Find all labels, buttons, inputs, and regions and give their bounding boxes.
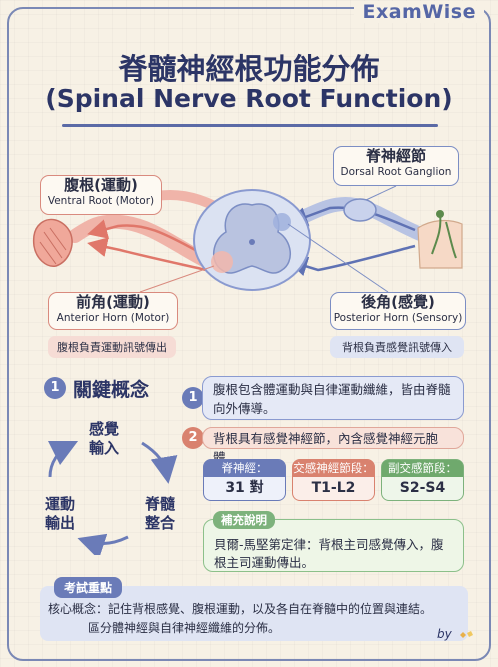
cycle-top-line2: 輸入 (88, 438, 119, 457)
sensory-input-pill: 背根負責感覺訊號傳入 (330, 336, 464, 358)
segment-spinal-nerves-value: 31 對 (225, 480, 264, 496)
skin-receptor-icon (417, 210, 463, 269)
cycle-arrows (47, 440, 178, 555)
segment-parasympathetic-value: S2-S4 (399, 480, 446, 496)
anterior-horn-en: Anterior Horn (Motor) (56, 311, 170, 324)
byline: by (437, 627, 476, 642)
cycle-right-line2: 整合 (144, 513, 175, 532)
posterior-horn-highlight (273, 213, 291, 231)
segment-sympathetic: 交感神經節段： T1-L2 (292, 459, 375, 501)
segment-parasympathetic: 副交感節段： S2-S4 (381, 459, 464, 501)
exam-text: 核心概念：記住背根感覺、腹根運動，以及各自在脊髓中的位置與連結。 區分體神經與自… (48, 600, 458, 637)
fact-1-badge: 1 (182, 387, 204, 409)
page-title: 脊髓神經根功能分佈 (118, 52, 380, 86)
section-title: 關鍵概念 (73, 379, 150, 401)
posterior-label-connector (287, 223, 389, 293)
cycle-top-line1: 感覺 (88, 420, 119, 438)
page-subtitle: (Spinal Nerve Root Function) (45, 84, 453, 113)
motor-output-pill: 腹根負責運動訊號傳出 (48, 336, 176, 358)
segment-sympathetic-value: T1-L2 (311, 480, 356, 496)
cycle-left-line2: 輸出 (44, 513, 75, 532)
sparkle-icon (459, 630, 473, 638)
segment-spinal-nerves-header: 脊神經： (204, 460, 285, 477)
brand-logo: ExamWise (354, 1, 484, 23)
anterior-horn-zh: 前角(運動) (76, 293, 150, 311)
page-frame (7, 7, 491, 661)
ventral-root-en: Ventral Root (Motor) (47, 194, 155, 207)
supplement-tag: 補充說明 (213, 511, 275, 529)
label-anterior-horn: 前角(運動) Anterior Horn (Motor) (48, 292, 178, 330)
label-posterior-horn: 後角(感覺) Posterior Horn (Sensory) (330, 292, 466, 330)
label-dorsal-ganglion: 脊神經節 Dorsal Root Ganglion (333, 146, 459, 186)
section-number-badge: 1 (44, 377, 66, 399)
label-ventral-root: 腹根(運動) Ventral Root (Motor) (40, 175, 162, 215)
dorsal-ganglion-zh: 脊神經節 (365, 147, 426, 165)
segment-spinal-nerves: 脊神經： 31 對 (203, 459, 286, 501)
cycle-motor-output: 運動 輸出 (40, 495, 80, 533)
supplement-box: 補充說明 貝爾-馬堅第定律：背根主司感覺傳入，腹根主司運動傳出。 (203, 511, 464, 572)
exam-line-2: 區分體神經與自律神經纖維的分佈。 (88, 620, 281, 635)
fact-2: 背根具有感覺神經節，內含感覺神經元胞體。 (202, 427, 464, 465)
exam-tag: 考試重點 (54, 577, 123, 598)
spinal-cord-gray-matter (213, 203, 291, 274)
spinal-cord-diagram (32, 185, 463, 293)
muscle-icon (32, 218, 73, 267)
cycle-sensory-input: 感覺 輸入 (84, 420, 124, 458)
posterior-horn-en: Posterior Horn (Sensory) (333, 311, 463, 324)
supplement-text: 貝爾-馬堅第定律：背根主司感覺傳入，腹根主司運動傳出。 (214, 537, 444, 571)
cycle-right-line1: 脊髓 (144, 495, 175, 513)
dorsal-root-ganglion (343, 198, 377, 222)
anterior-horn-highlight (211, 251, 233, 273)
dorsal-ganglion-en: Dorsal Root Ganglion (340, 165, 452, 178)
posterior-horn-zh: 後角(感覺) (361, 293, 435, 311)
ventral-root-zh: 腹根(運動) (64, 176, 138, 194)
central-canal (249, 239, 255, 245)
fact-1: 腹根包含體運動與自律運動纖維，皆由脊髓向外傳導。 (202, 376, 464, 420)
exam-line-1: 核心概念：記住背根感覺、腹根運動，以及各自在脊髓中的位置與連結。 (48, 602, 433, 616)
byline-text: by (437, 627, 452, 641)
anterior-label-connector (139, 265, 215, 293)
title-underline (62, 124, 438, 127)
segment-parasympathetic-header: 副交感節段： (382, 460, 463, 477)
ganglion-label-connector (365, 185, 397, 201)
cycle-left-line1: 運動 (44, 495, 75, 513)
segment-sympathetic-header: 交感神經節段： (293, 460, 374, 477)
sensory-arrow-lower (287, 244, 416, 276)
cycle-spinal-integration: 脊髓 整合 (140, 495, 180, 533)
fact-2-badge: 2 (182, 427, 204, 449)
